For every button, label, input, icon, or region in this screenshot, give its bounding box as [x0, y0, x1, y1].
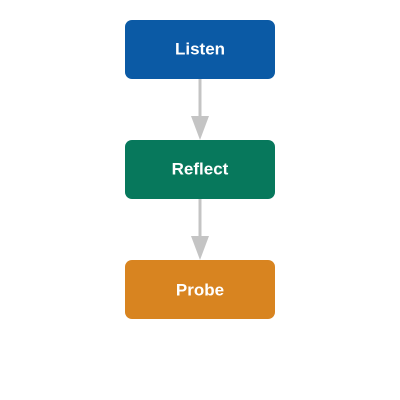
- node-label: Reflect: [172, 159, 229, 178]
- node-reflect: Reflect: [125, 140, 275, 199]
- node-box: [125, 20, 275, 79]
- node-box: [125, 260, 275, 319]
- arrow-down-icon: [191, 116, 209, 140]
- node-label: Probe: [176, 280, 224, 299]
- arrow-down-icon: [191, 236, 209, 260]
- node-label: Listen: [175, 39, 225, 58]
- edge-listen-to-reflect: [191, 79, 209, 140]
- edge-reflect-to-probe: [191, 199, 209, 260]
- node-probe: Probe: [125, 260, 275, 319]
- node-box: [125, 140, 275, 199]
- node-listen: Listen: [125, 20, 275, 79]
